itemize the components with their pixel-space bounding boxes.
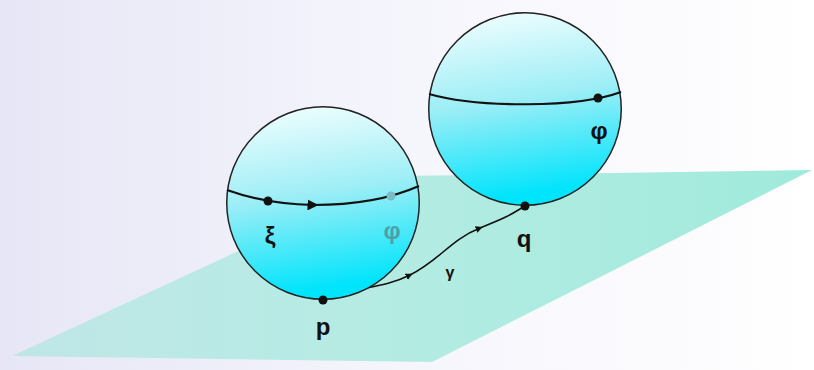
equator-fiber [429,92,621,104]
point-label: ξ [265,224,276,248]
sphere-outline [428,12,622,206]
point-label: φ [590,119,607,143]
point-dot [521,202,530,211]
point-dot [594,94,603,103]
point-label: q [517,227,532,251]
sphere [227,107,420,300]
fiber-sphere: φ [428,12,622,206]
point-label: γ [446,265,455,281]
sphere-outline [226,106,420,300]
point-dot [264,197,273,206]
point-dot [319,296,328,305]
point-label: p [316,315,331,339]
point-dot [387,192,396,201]
point-label: φ [383,219,400,243]
equator-fiber [227,186,419,205]
sphere [429,13,622,206]
fiber-sphere: ξφ [226,106,420,300]
